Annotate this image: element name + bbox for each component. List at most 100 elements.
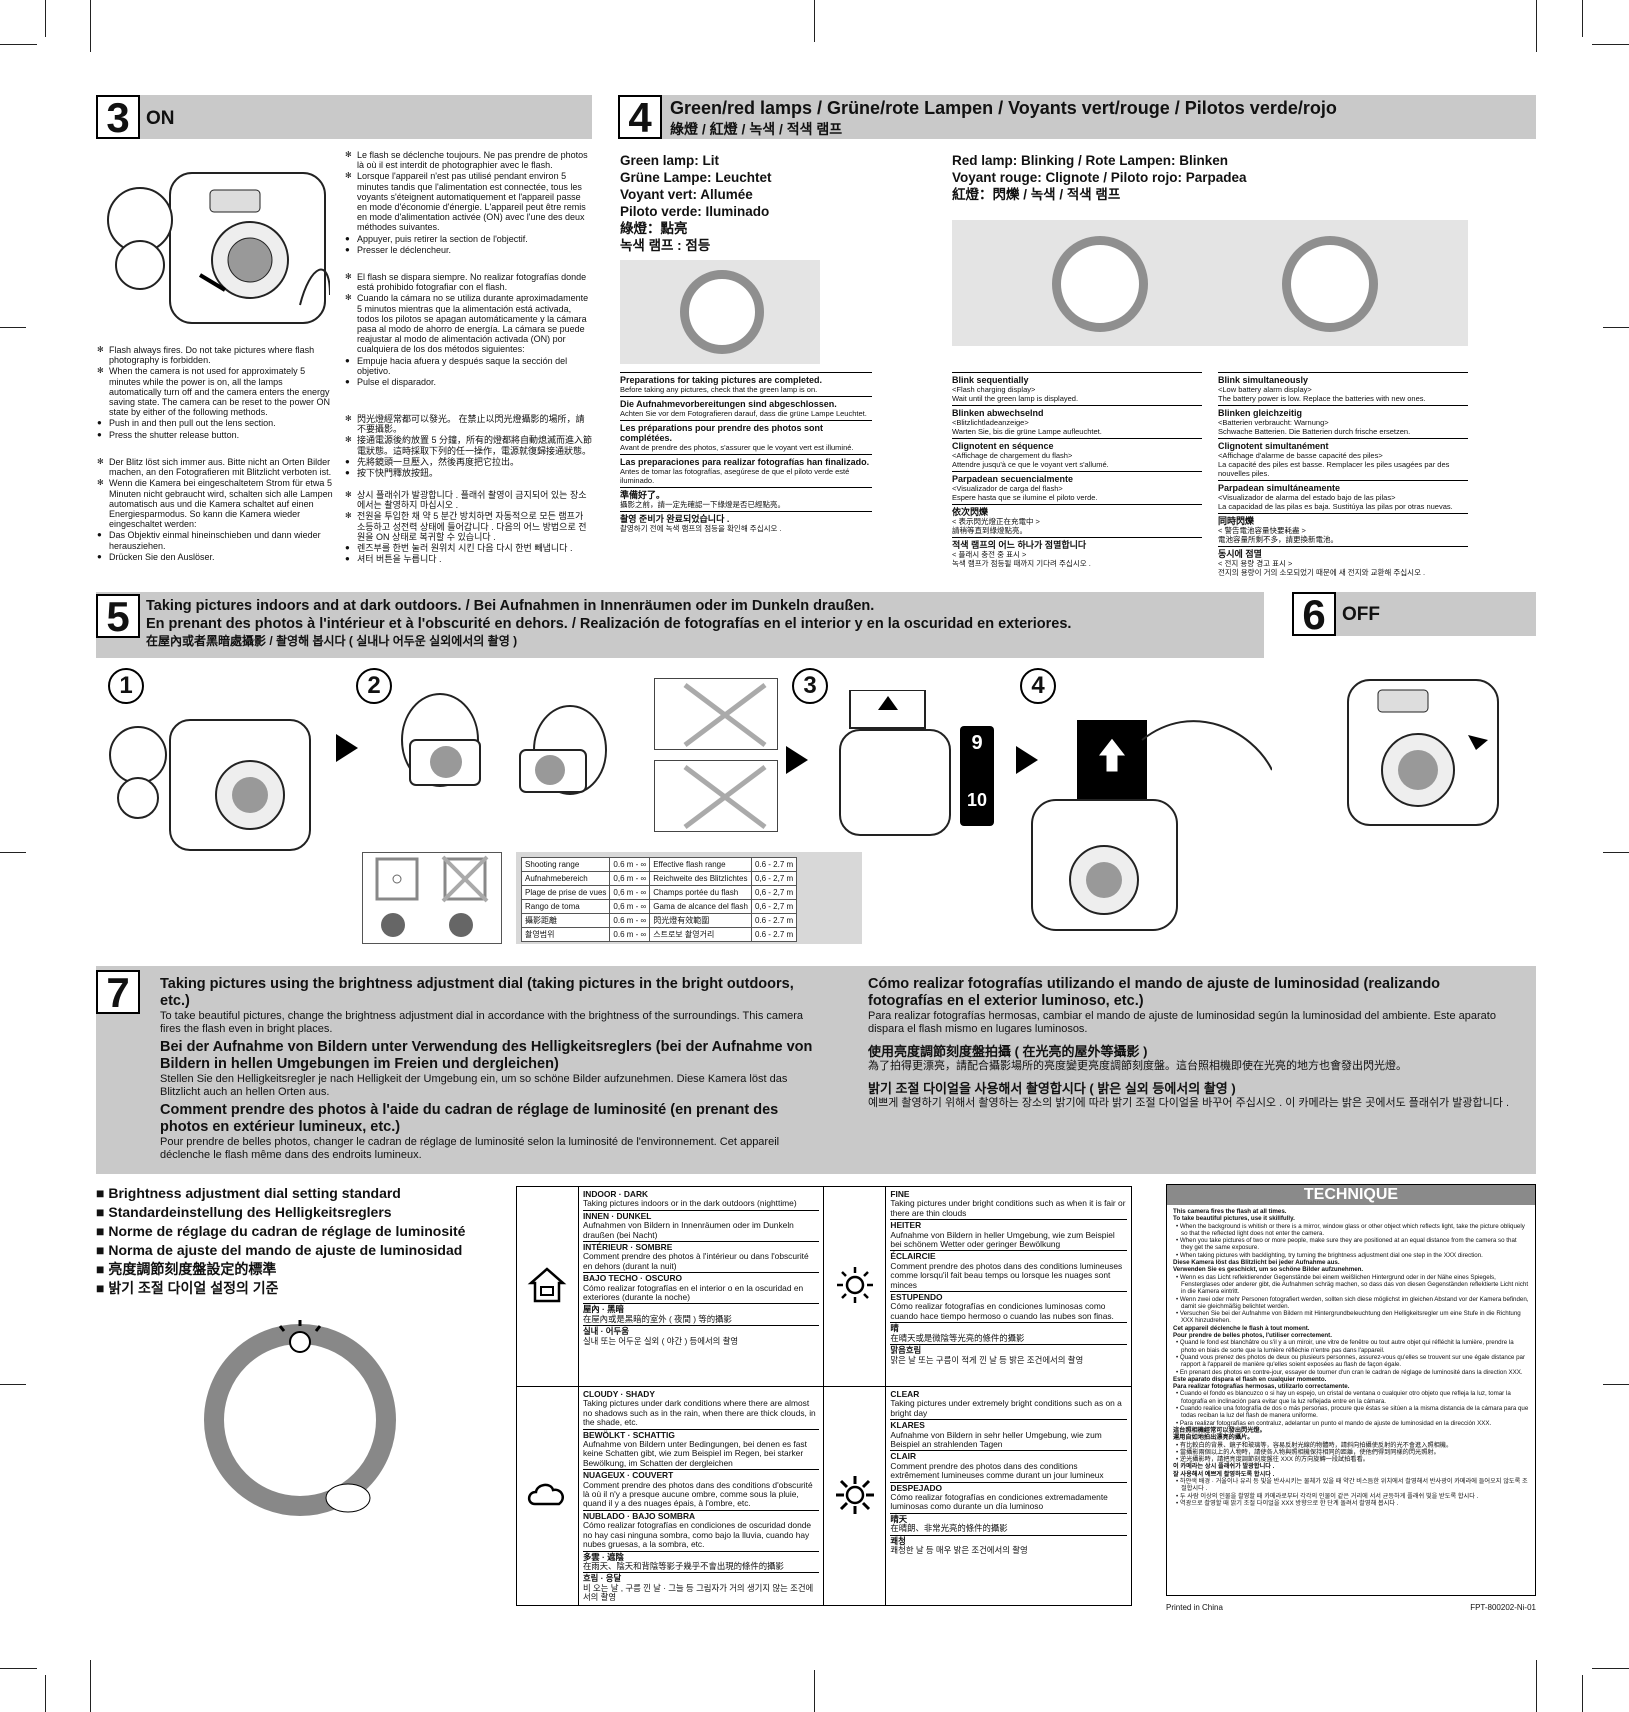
clear-desc: Cómo realizar fotografías en condiciones… bbox=[890, 1492, 1108, 1512]
s7-es-heading: Cómo realizar fotografías utilizando el … bbox=[868, 976, 1441, 1009]
s7-en-heading: Taking pictures using the brightness adj… bbox=[160, 976, 794, 1009]
crop-mark bbox=[814, 1670, 815, 1712]
s3-list-item: 閃光燈經常都可以發光。 在禁止以閃光燈攝影的場所，請不要攝影。 bbox=[344, 414, 592, 434]
technique-heading: 이 카메라는 상시 플래쉬가 발광합니다 . bbox=[1173, 1463, 1275, 1471]
arrow-right-icon bbox=[786, 746, 808, 774]
step-3-illustration bbox=[839, 690, 994, 836]
blink-sim-note-text: < 警告電池容量快要耗盡 > bbox=[1218, 526, 1306, 535]
section-4-number: 4 bbox=[618, 95, 662, 139]
s3-list-item: 상시 플래쉬가 발광합니다 . 플래쉬 촬영이 금지되어 있는 장소에서는 촬영… bbox=[344, 490, 592, 510]
crop-mark bbox=[45, 1675, 46, 1712]
blink-seq-note-heading: Blinken abwechselnd bbox=[952, 405, 1202, 418]
crop-mark bbox=[1536, 1660, 1537, 1712]
technique-item: • 두 사람 이상의 인물을 촬영할 때 카메라로부터 각각의 인물이 같은 거… bbox=[1176, 1492, 1479, 1500]
cloudy-cell bbox=[516, 1386, 579, 1606]
indoor-heading: BAJO TECHO · OSCURO bbox=[582, 1272, 820, 1283]
green-lamp-es: Piloto verde: Iluminado bbox=[620, 204, 770, 219]
dial-standard-label: Norma de ajuste del mando de ajuste de l… bbox=[108, 1242, 463, 1258]
square-bullet-icon: ■ bbox=[96, 1242, 109, 1258]
s3-list-item: Wenn die Kamera bei eingeschaltetem Stro… bbox=[96, 478, 336, 529]
s7-ko-heading: 밝기 조절 다이얼을 사용해서 촬영합시다 ( 밝은 실외 등에서의 촬영 ) bbox=[868, 1081, 1236, 1096]
step-2-number: 2 bbox=[356, 668, 392, 704]
square-bullet-icon: ■ bbox=[96, 1261, 109, 1277]
blink-sim-note-subtext: 電池容量所剩不多，請更換新電池。 bbox=[1218, 535, 1338, 544]
cloudy-heading: CLOUDY · SHADY bbox=[582, 1389, 655, 1399]
step-2-illustration bbox=[401, 693, 607, 795]
blink-seq-note-text: <Affichage de chargement du flash> bbox=[952, 451, 1073, 460]
x-mark-icon bbox=[683, 683, 767, 747]
crop-mark bbox=[0, 327, 26, 328]
range-cell: 0.6 - 2.7 m bbox=[750, 857, 798, 872]
blink-seq-note-subtext: 녹색 램프가 점등될 때까지 기다려 주십시오 . bbox=[952, 559, 1091, 568]
blink-sim-note-heading: Parpadean simultáneamente bbox=[1218, 480, 1468, 493]
crop-mark bbox=[0, 852, 26, 853]
crop-mark bbox=[814, 0, 815, 42]
blink-sim-note-heading: Blinken gleichzeitig bbox=[1218, 405, 1468, 418]
s3-list-item: When the camera is not used for approxim… bbox=[96, 366, 336, 417]
range-cell: Reichweite des Blitzlichtes bbox=[649, 871, 752, 886]
s3-list-item: 셔터 버튼을 누릅니다 . bbox=[344, 554, 592, 564]
wrong-hold-illustration-1 bbox=[654, 678, 778, 750]
range-cell: 0,6 - 2,7 m bbox=[750, 885, 798, 900]
clear-heading: CLAIR bbox=[890, 1450, 1127, 1461]
crop-mark bbox=[1603, 1384, 1629, 1385]
technique-item: • Cuando el fondo es blancuzco o si hay … bbox=[1176, 1390, 1511, 1405]
s3-list-es: El flash se dispara siempre. No realizar… bbox=[344, 272, 592, 388]
technique-item: • En prenant des photos en contre-jour, … bbox=[1176, 1368, 1523, 1376]
indoor-desc: Taking pictures indoors or in the dark o… bbox=[582, 1198, 797, 1209]
prep-note-text: Avant de prendre des photos, s'assurer q… bbox=[620, 443, 854, 452]
film-counter-10: 10 bbox=[966, 790, 988, 810]
technique-item: • Cuando realice una fotografía de dos o… bbox=[1176, 1405, 1529, 1420]
step-4-illustration bbox=[1031, 720, 1272, 931]
indoor-desc: 在屋內或是黑暗的室外 ( 夜間 ) 等的攝影 bbox=[582, 1313, 732, 1324]
technique-title: TECHNIQUE bbox=[1167, 1185, 1535, 1205]
crop-mark bbox=[0, 1668, 37, 1669]
range-cell: 0.6 m - ∞ bbox=[609, 857, 651, 872]
prep-note-text: 촬영하기 전에 녹색 램프의 점등을 확인해 주십시오 . bbox=[620, 524, 782, 533]
dial-standard-label: 亮度調節刻度盤設定的標準 bbox=[108, 1261, 277, 1277]
s7-en-text: To take beautiful pictures, change the b… bbox=[160, 1010, 804, 1035]
blink-seq-note-heading: 依次閃爍 bbox=[952, 504, 1202, 517]
s7-de-text: Stellen Sie den Helligkeitsregler je nac… bbox=[160, 1073, 788, 1098]
blink-seq-note-text: < 플래시 충전 중 표시 > bbox=[952, 550, 1027, 559]
blink-sim-note-subtext: La capacité des piles est basse. Remplac… bbox=[1218, 460, 1450, 478]
range-cell: 0.6 - 2.7 m bbox=[750, 913, 798, 928]
blink-sim-note-subtext: The battery power is low. Replace the ba… bbox=[1218, 394, 1426, 403]
clear-desc: 在晴朗、非常光亮的條件的攝影 bbox=[890, 1523, 1008, 1534]
s3-list-item: Appuyer, puis retirer la section de l'ob… bbox=[344, 234, 592, 244]
blink-seq-notes: Blink sequentially<Flash charging displa… bbox=[952, 370, 1202, 568]
prep-notes: Preparations for taking pictures are com… bbox=[620, 370, 872, 533]
fine-heading: HEITER bbox=[890, 1219, 1127, 1230]
indoor-heading: 屋內 · 黑暗 bbox=[582, 1303, 820, 1314]
blink-sim-note-heading: 同時閃爍 bbox=[1218, 513, 1468, 526]
green-lamp-ko: 녹색 램프 : 점등 bbox=[620, 238, 711, 253]
dial-standard-item: ■ Standardeinstellung des Helligkeitsreg… bbox=[96, 1203, 506, 1222]
technique-item: • 逆光攝影時，請把亮度調節刻度盤往 XXX 的方向旋轉一段試拍看看。 bbox=[1176, 1456, 1369, 1464]
range-cell: Champs portée du flash bbox=[649, 885, 752, 900]
section-6-number: 6 bbox=[1292, 592, 1336, 636]
crop-mark bbox=[90, 0, 91, 52]
s3-list-item: Presser le déclencheur. bbox=[344, 245, 592, 255]
cloudy-heading: 多雲 · 遮陰 bbox=[582, 1550, 820, 1562]
cloudy-heading: BEWÖLKT · SCHATTIG bbox=[582, 1428, 820, 1440]
blink-seq-note-subtext: Espere hasta que se ilumine el piloto ve… bbox=[952, 493, 1098, 502]
s3-list-item: Drücken Sie den Auslöser. bbox=[96, 552, 336, 562]
camera-power-off-illustration bbox=[1347, 679, 1499, 826]
blink-sim-note-text: <Batterien verbraucht: Warnung> bbox=[1218, 418, 1329, 427]
crop-mark bbox=[1582, 0, 1583, 37]
fine-desc: Cómo realizar fotografías en condiciones… bbox=[890, 1301, 1114, 1321]
crop-mark bbox=[0, 1384, 26, 1385]
step-3-number: 3 bbox=[792, 668, 828, 704]
technique-heading: This camera fires the flash at all times… bbox=[1173, 1208, 1287, 1215]
range-cell: Aufnahmebereich bbox=[520, 871, 611, 886]
range-cell: 0,6 m - ∞ bbox=[609, 885, 651, 900]
section-5-title-3: 在屋內或者黑暗處攝影 / 촬영해 봅시다 ( 실내나 어두운 실외에서의 촬영 … bbox=[146, 634, 518, 648]
blink-seq-note-heading: Blink sequentially bbox=[952, 372, 1202, 385]
blink-seq-note-text: < 表示閃光燈正在充電中 > bbox=[952, 517, 1040, 526]
camera-power-on-illustration bbox=[107, 172, 330, 324]
indoor-desc: 실내 또는 어두운 실외 ( 야간 ) 등에서의 촬영 bbox=[582, 1335, 739, 1346]
